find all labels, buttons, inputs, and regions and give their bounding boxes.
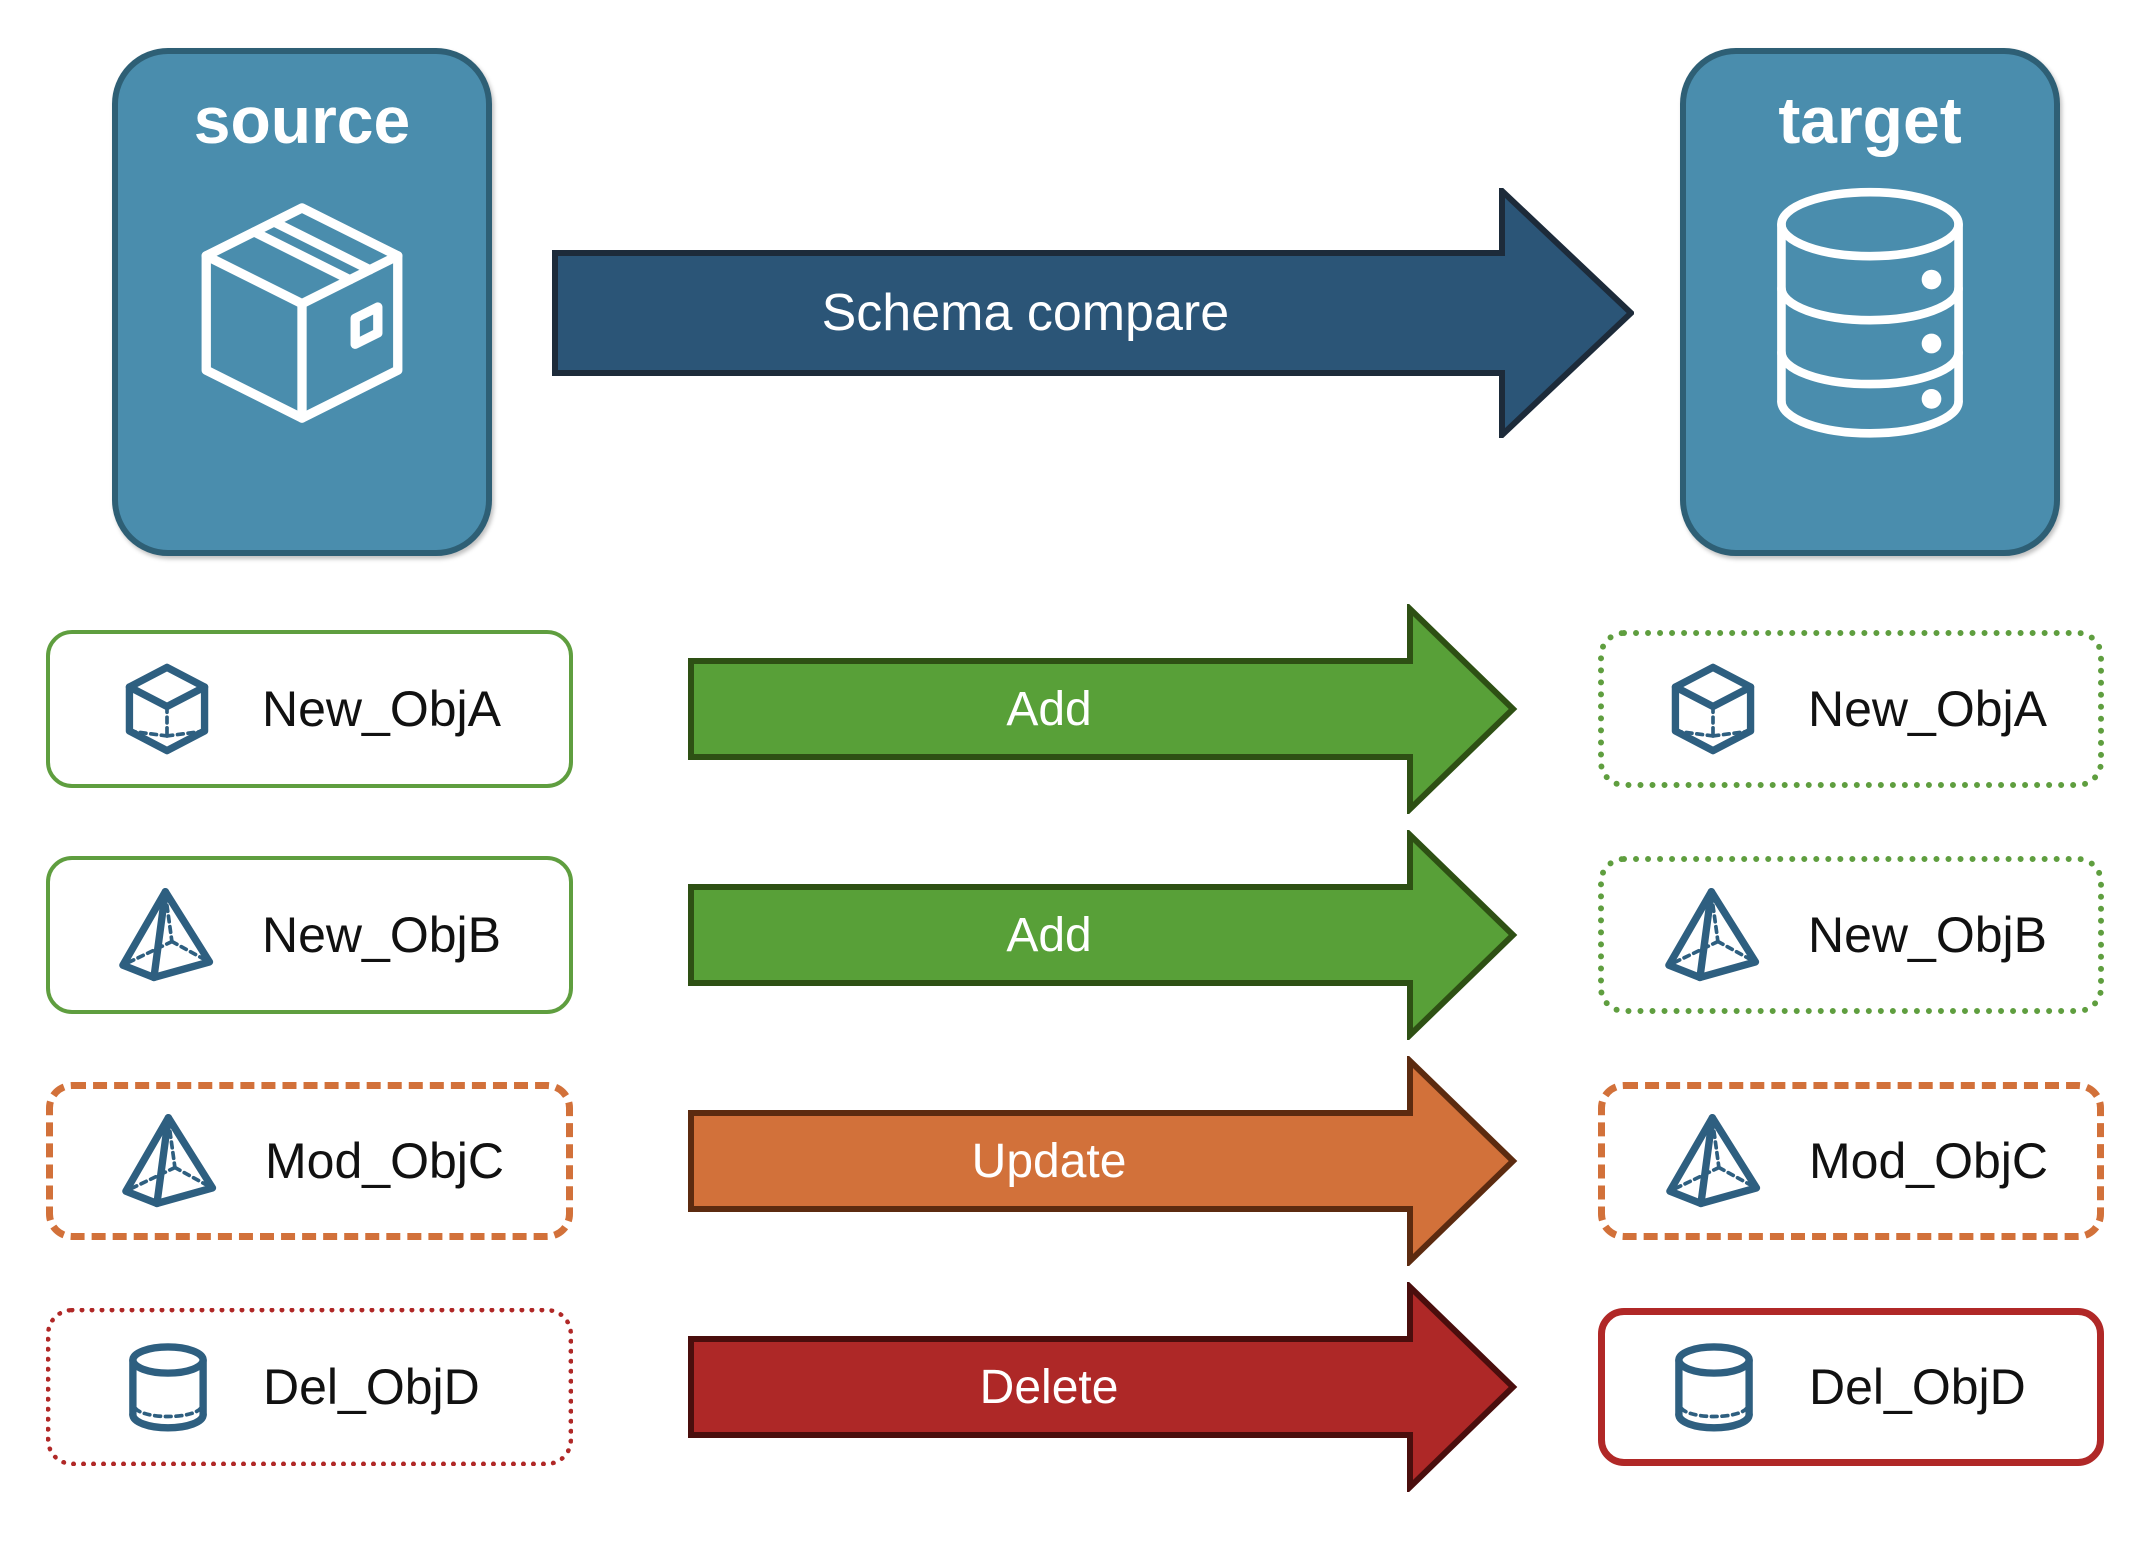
add-arrow-shape — [688, 604, 1518, 814]
pyramid-icon — [119, 888, 214, 982]
action-label: Add — [1006, 908, 1092, 962]
object-label: New_ObjA — [1808, 681, 2047, 737]
schema-compare-label: Schema compare — [821, 284, 1230, 342]
pyramid-icon — [1666, 1114, 1761, 1208]
object-label: New_ObjB — [1808, 907, 2047, 963]
object-label: Del_ObjD — [1809, 1359, 2026, 1415]
target-object-card-row4: Del_ObjD — [1598, 1308, 2104, 1466]
action-label: Delete — [979, 1360, 1119, 1414]
object-label: New_ObjB — [262, 907, 501, 963]
add-arrow-row1: Add — [688, 604, 1518, 814]
cylinder-icon — [129, 1343, 207, 1432]
object-label: Mod_ObjC — [265, 1133, 504, 1189]
delete-arrow-shape — [688, 1282, 1518, 1492]
object-label: New_ObjA — [262, 681, 501, 737]
cylinder-icon — [1675, 1343, 1753, 1432]
target-object-card-row2: New_ObjB — [1598, 856, 2104, 1014]
package-box-icon — [201, 203, 403, 423]
target-object-card-row1: New_ObjA — [1598, 630, 2104, 788]
source-object-card-row3: Mod_ObjC — [46, 1082, 573, 1240]
source-object-card-row4: Del_ObjD — [46, 1308, 573, 1466]
delete-arrow: Delete — [688, 1282, 1518, 1492]
compare-arrow-shape — [552, 188, 1634, 438]
object-label: Del_ObjD — [263, 1359, 480, 1415]
source-object-card-row2: New_ObjB — [46, 856, 573, 1014]
source-title: source — [193, 83, 411, 157]
target-object-card-row3: Mod_ObjC — [1598, 1082, 2104, 1240]
object-label: Mod_ObjC — [1809, 1133, 2048, 1189]
target-title: target — [1778, 83, 1962, 157]
pyramid-icon — [1665, 888, 1760, 982]
pyramid-icon — [122, 1114, 217, 1208]
add-arrow-row2: Add — [688, 830, 1518, 1040]
cube-icon — [125, 663, 209, 755]
action-label: Update — [971, 1134, 1127, 1188]
source-node: source — [112, 48, 492, 556]
schema-compare-arrow: Schema compare — [552, 188, 1634, 438]
cube-icon — [1671, 663, 1755, 755]
source-object-card-row1: New_ObjA — [46, 630, 573, 788]
action-label: Add — [1006, 682, 1092, 736]
target-node: target — [1680, 48, 2060, 556]
update-arrow: Update — [688, 1056, 1518, 1266]
add-arrow-shape — [688, 830, 1518, 1040]
update-arrow-shape — [688, 1056, 1518, 1266]
database-icon — [1777, 187, 1963, 438]
